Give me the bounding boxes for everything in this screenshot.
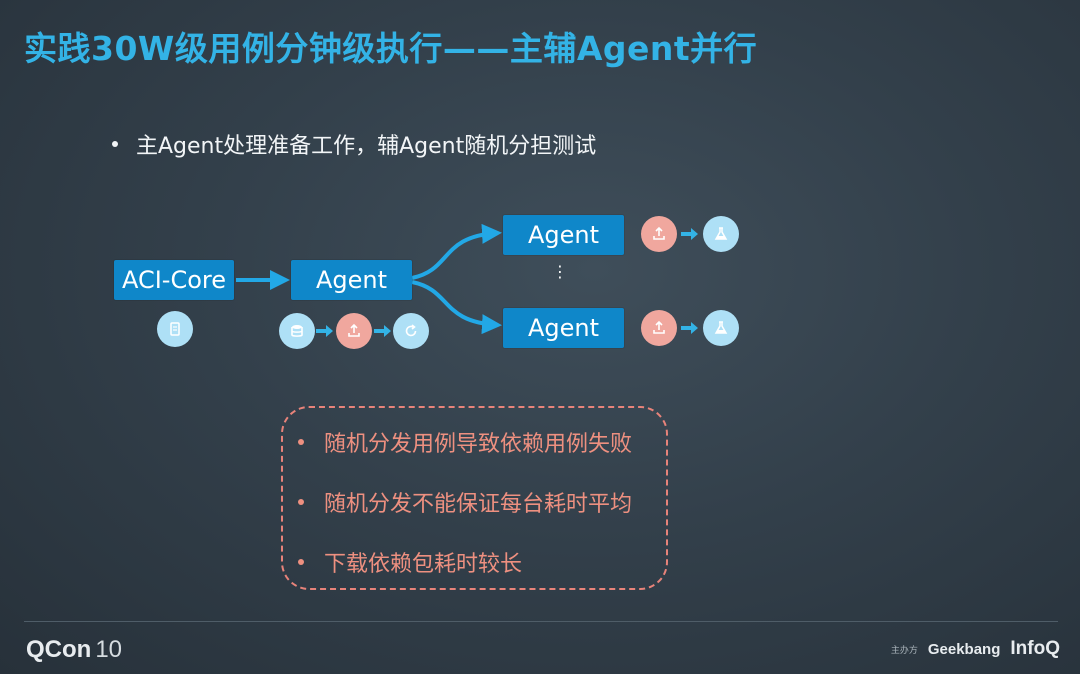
bullet-dot [298,439,304,445]
qcon-edition: 10 [95,636,123,663]
step-arrow-icon [316,325,333,337]
issue-text: 随机分发不能保证每台耗时平均 [324,492,633,517]
refresh-icon [393,313,429,349]
bullet-dot [298,499,304,505]
bullet-dot [112,141,118,147]
sponsor-text: 主办方 [890,644,918,655]
issue-text: 随机分发用例导致依赖用例失败 [324,432,633,457]
sponsor-logos: 主办方 Geekbang InfoQ [891,638,1060,660]
aux-agent-bottom-box: Agent [503,308,624,348]
main-bullet-text: 主Agent处理准备工作，辅Agent随机分担测试 [136,134,597,159]
agent-to-top-arrow [411,223,502,280]
aux-agent-top-label: Agent [527,221,600,249]
issue-item: 随机分发用例导致依赖用例失败 [298,426,632,458]
issue-text: 下载依赖包耗时较长 [324,552,523,577]
flask-icon [703,310,739,346]
main-bullet: 主Agent处理准备工作，辅Agent随机分担测试 [112,128,596,160]
bullet-dot [298,559,304,565]
database-icon [279,313,315,349]
more-agents-ellipsis: ⋮ [552,264,568,281]
slide-title: 实践30W级用例分钟级执行——主辅Agent并行 [24,29,758,68]
aci-core-box: ACI-Core [114,260,234,300]
qcon-brand: QCon [26,636,92,663]
upload-icon [336,313,372,349]
infoq-logo: InfoQ [1010,638,1060,659]
main-agent-box: Agent [291,260,412,300]
step-arrow-icon [681,228,698,240]
footer-divider [24,621,1058,622]
issue-item: 随机分发不能保证每台耗时平均 [298,486,632,518]
aux-agent-bottom-label: Agent [527,314,600,342]
issues-box [281,406,668,590]
main-agent-label: Agent [315,266,388,294]
geekbang-logo: Geekbang [927,640,1001,658]
agent-to-bottom-arrow [411,280,502,335]
step-arrow-icon [681,322,698,334]
step-arrow-icon [374,325,391,337]
aux-agent-top-box: Agent [503,215,624,255]
aci-core-label: ACI-Core [121,266,227,294]
document-icon [157,311,193,347]
issue-item: 下载依赖包耗时较长 [298,546,522,578]
flask-icon [703,216,739,252]
upload-icon [641,310,677,346]
upload-icon [641,216,677,252]
